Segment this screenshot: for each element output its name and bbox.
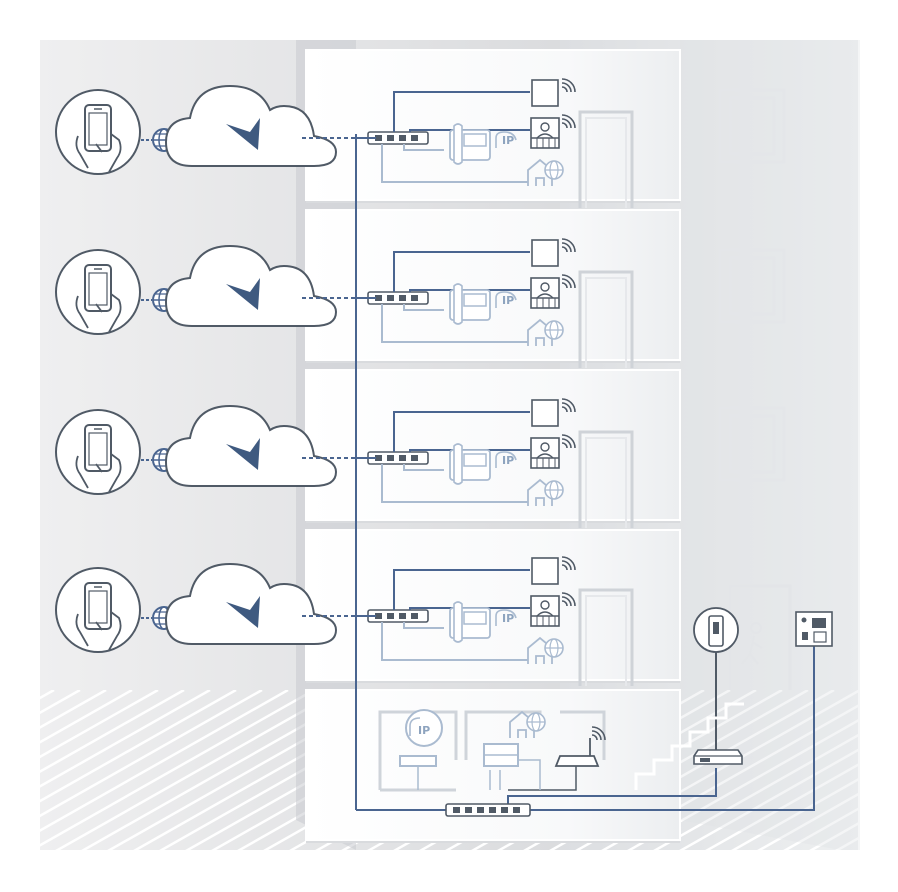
floor-switch [367, 291, 429, 305]
home-internet-icon [527, 478, 564, 506]
ip-phone-icon: IP [449, 443, 517, 485]
ip-label: IP [502, 294, 514, 307]
patch-panel-icon [399, 755, 437, 767]
floor-switch [367, 131, 429, 145]
cloud-icon [164, 562, 338, 645]
apartment-door [578, 588, 634, 686]
floor-1: IP [55, 78, 634, 208]
cloud-icon [164, 244, 338, 327]
floor-switch [367, 609, 429, 623]
router-icon [554, 738, 600, 767]
building-floors [305, 49, 681, 843]
floor-2: IP [55, 238, 634, 368]
server-icon [483, 743, 519, 767]
wifi-icon [561, 592, 576, 607]
exit-person-icon [741, 622, 763, 665]
cloud-icon [164, 84, 338, 167]
ip-phone-icon: IP [449, 283, 517, 325]
wifi-icon [561, 556, 576, 571]
controller-icon [693, 749, 743, 765]
apartment-door [578, 110, 634, 208]
floor-switch [367, 451, 429, 465]
building-entrance [634, 584, 833, 790]
home-internet-icon [527, 636, 564, 664]
video-intercom-icon [530, 117, 560, 149]
ip-label: IP [502, 134, 514, 147]
ip-phone-icon: IP [449, 601, 517, 643]
video-intercom-icon [530, 437, 560, 469]
floor-3: IP [55, 398, 634, 528]
smartphone-hand-icon [55, 89, 141, 175]
apartment-door [578, 270, 634, 368]
smartphone-hand-icon [55, 249, 141, 335]
wifi-icon [561, 434, 576, 449]
ip-label: IP [418, 724, 430, 737]
smartphone-hand-icon [55, 409, 141, 495]
home-internet-icon [509, 710, 546, 738]
video-intercom-icon [530, 595, 560, 627]
home-internet-icon [527, 158, 564, 186]
ip-pbx-icon: IP [405, 709, 443, 747]
apartment-door [578, 430, 634, 528]
video-intercom-icon [530, 277, 560, 309]
ip-label: IP [502, 454, 514, 467]
wifi-icon [561, 78, 576, 93]
access-reader-icon [693, 607, 739, 653]
door-station-icon [795, 611, 833, 647]
wifi-icon [561, 274, 576, 289]
wireless-sensor-icon [531, 557, 559, 585]
wireless-sensor-icon [531, 239, 559, 267]
wireless-sensor-icon [531, 399, 559, 427]
ip-label: IP [502, 612, 514, 625]
cloud-icon [164, 404, 338, 487]
ip-phone-icon: IP [449, 123, 517, 165]
network-backbone [355, 134, 815, 811]
wireless-sensor-icon [531, 79, 559, 107]
home-internet-icon [527, 318, 564, 346]
wifi-icon [561, 398, 576, 413]
wifi-icon [561, 238, 576, 253]
exterior-windows [718, 88, 786, 482]
wifi-icon [591, 726, 606, 741]
wifi-icon [561, 114, 576, 129]
floor-4: IP [55, 556, 634, 686]
basement-network-room: IP [378, 709, 606, 817]
main-switch [445, 803, 531, 817]
smartphone-hand-icon [55, 567, 141, 653]
